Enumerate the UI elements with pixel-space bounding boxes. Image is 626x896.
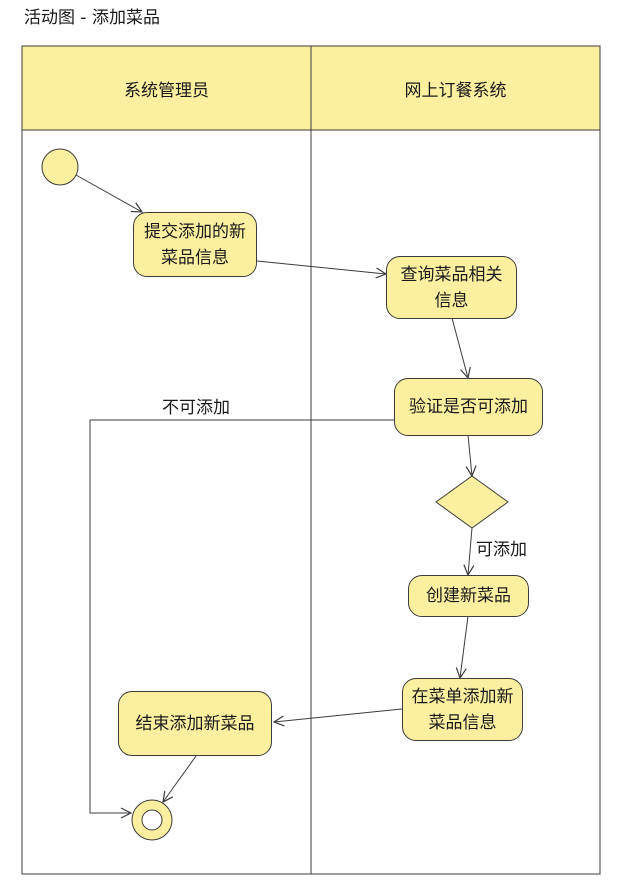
lane-header-system: 网上订餐系统 [404,80,507,101]
edge-label-can-add: 可添加 [476,540,527,560]
lane-header-admin: 系统管理员 [124,80,209,101]
final-node-inner [141,809,163,831]
action-end-adding: 结束添加新菜品 [118,691,272,756]
edge-verify-reject-to-final [89,419,394,813]
edge-decision-to-create [468,527,472,575]
edge-verify-to-decision [468,434,472,476]
diagram-title: 活动图 - 添加菜品 [24,8,160,28]
edge-create-to-addmenu [460,615,469,678]
action-create-dish: 创建新菜品 [408,575,529,617]
edge-end-to-final [163,755,197,802]
decision-node [435,475,509,529]
action-add-to-menu: 在菜单添加新菜品信息 [402,678,523,741]
action-query-dish-info: 查询菜品相关信息 [386,256,517,319]
lane-header-bg-admin [22,46,311,130]
edge-addmenu-to-end [274,708,403,722]
edge-query-to-verify [451,317,468,378]
lane-header-bg-system [311,46,600,130]
initial-node [41,148,79,186]
edge-submit-to-query [256,260,386,274]
edge-start-to-submit [75,174,142,212]
action-submit-dish-info: 提交添加的新菜品信息 [133,212,257,277]
edge-label-cannot-add: 不可添加 [162,398,230,418]
action-verify-can-add: 验证是否可添加 [394,378,543,436]
